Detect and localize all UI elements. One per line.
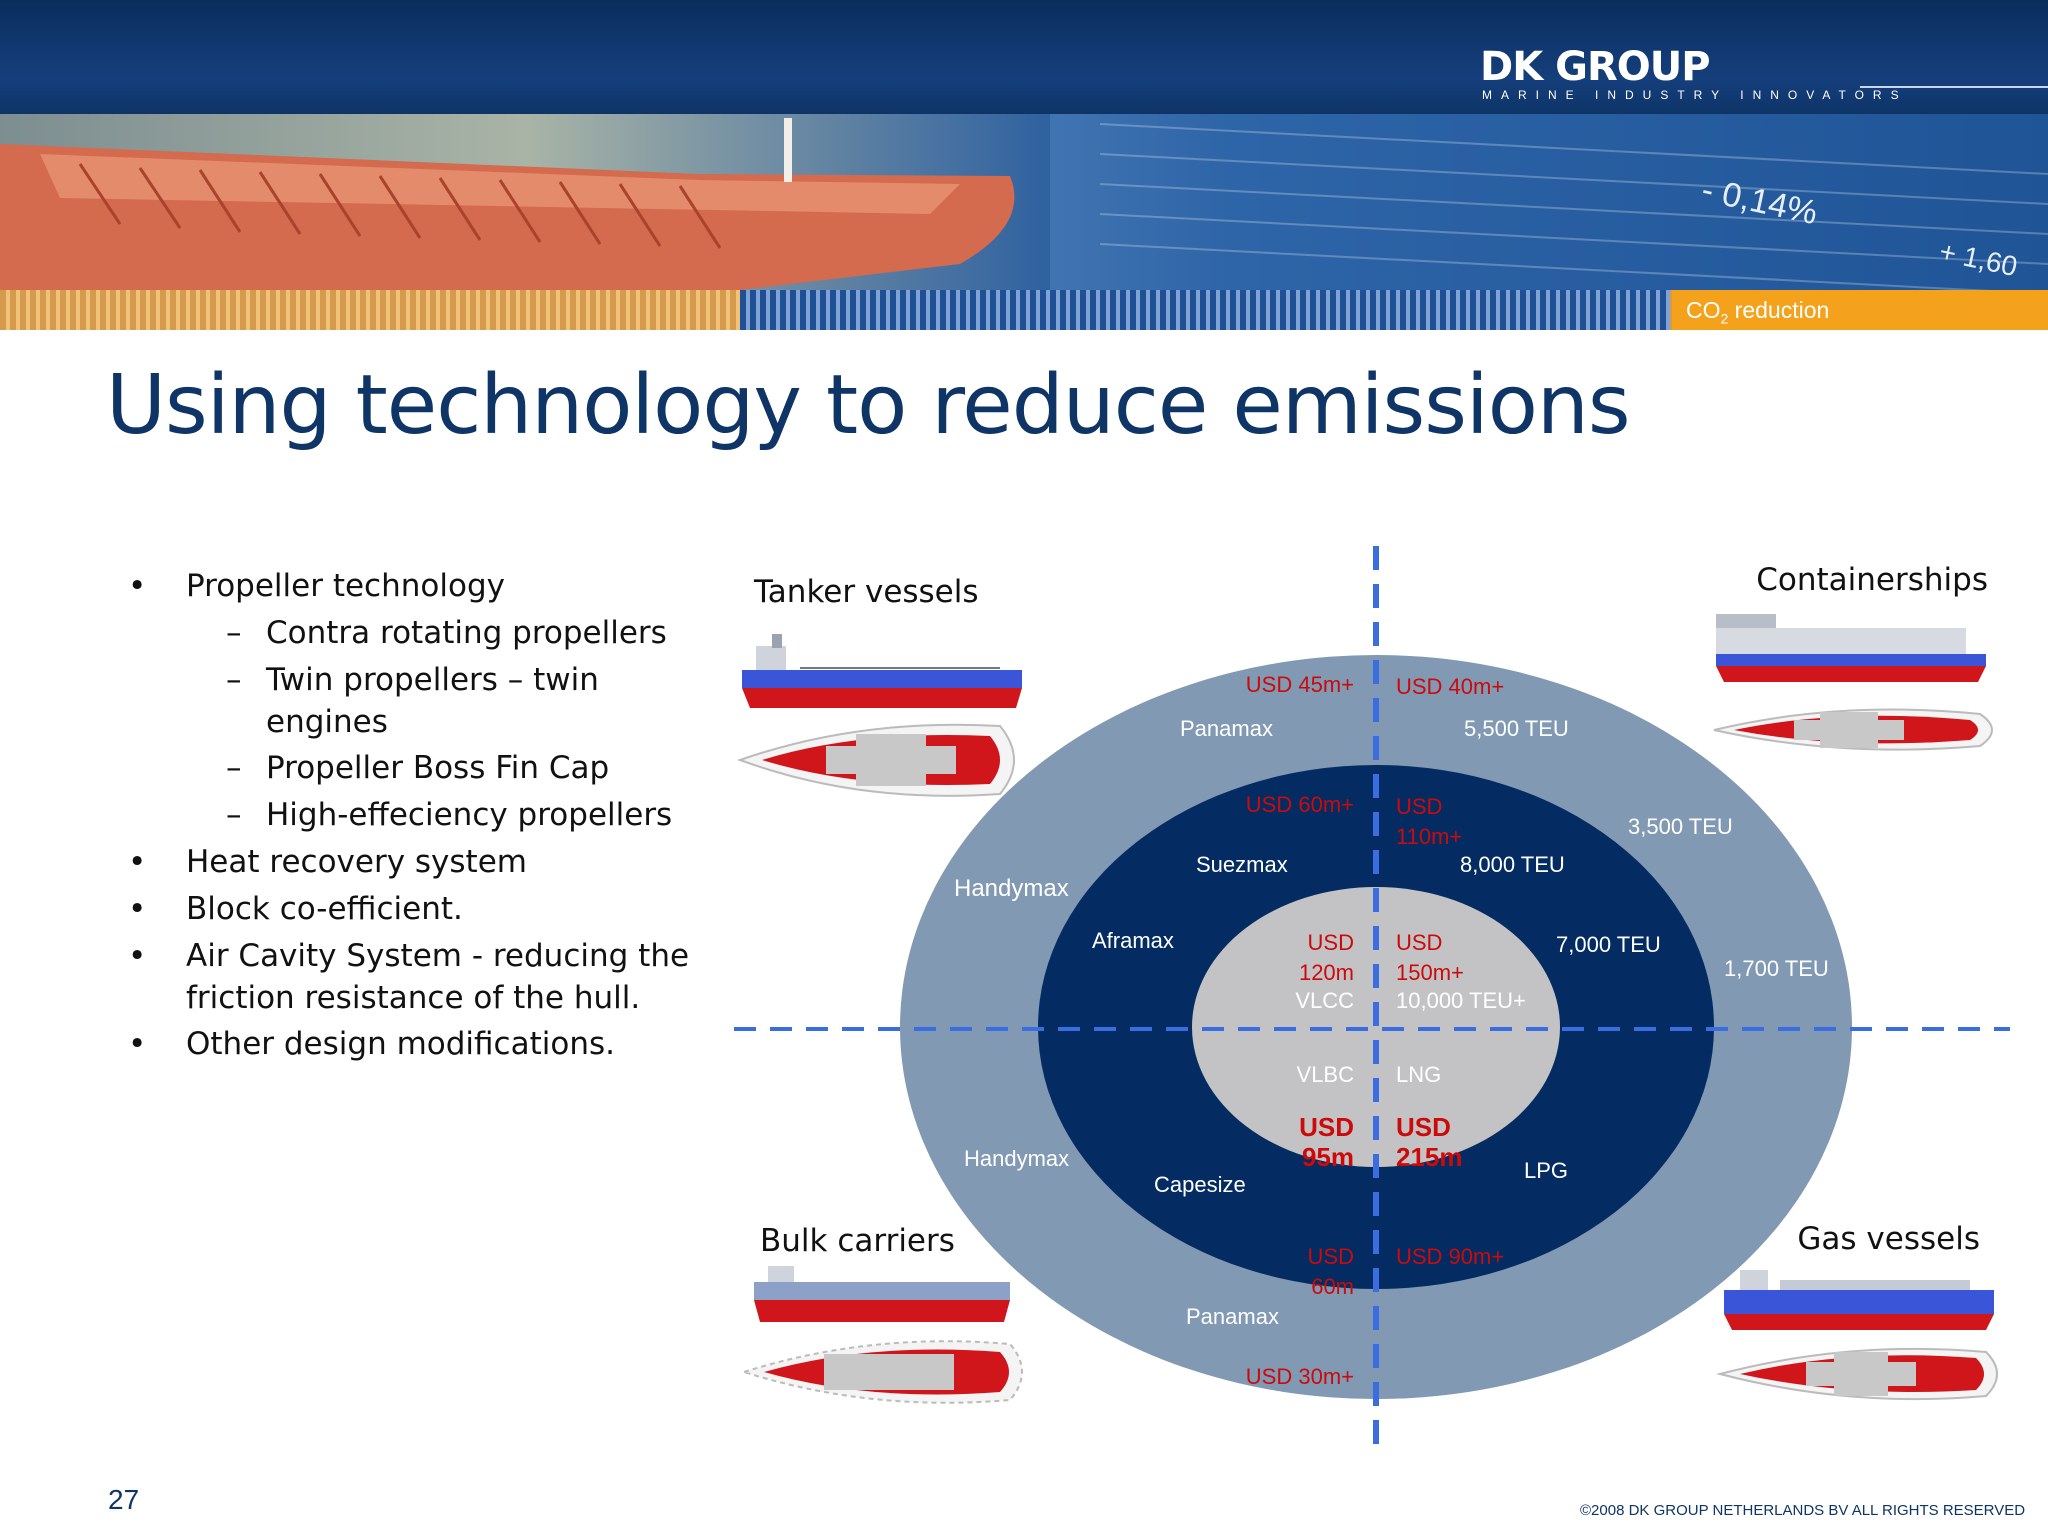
container-category-label: Containerships xyxy=(1756,562,1988,598)
inner-bl-name: VLBC xyxy=(1297,1062,1355,1087)
bullet-text: Propeller Boss Fin Cap xyxy=(266,750,610,787)
mid-tl-price: USD 60m+ xyxy=(1246,792,1354,817)
banner-image: - 0,14% + 1,60 xyxy=(0,114,2048,290)
bullet-marker: • xyxy=(128,844,147,881)
section-tab-sub: 2 xyxy=(1720,310,1729,327)
section-tab: CO2 reduction xyxy=(1672,290,2048,330)
company-logo: DK GROUP xyxy=(1480,44,1711,90)
page-number: 27 xyxy=(108,1484,140,1515)
bullet-text: High-effeciency propellers xyxy=(266,797,673,834)
outer-tr-price: USD 40m+ xyxy=(1396,674,1504,699)
bullet-text: Block co-efficient. xyxy=(186,890,463,927)
banner-stripe-blue xyxy=(740,290,1670,330)
bullet-item: • Block co-efficient. xyxy=(128,889,728,931)
bullet-item: • Air Cavity System - reducing the fricti… xyxy=(128,936,728,1020)
outer-bl-name: Panamax xyxy=(1186,1304,1279,1329)
bulk-carrier-side-view-icon xyxy=(754,1266,1010,1322)
containership-side-view-icon xyxy=(1716,614,1986,682)
company-tagline: MARINE INDUSTRY INNOVATORS xyxy=(1482,88,1908,102)
inner-tl-price-1: USD xyxy=(1308,930,1354,955)
mid-bl-name: Capesize xyxy=(1154,1172,1246,1197)
section-tab-prefix: CO xyxy=(1686,297,1721,323)
bullet-marker: – xyxy=(226,797,242,834)
bullet-marker: – xyxy=(226,661,242,698)
mid-br-price: USD 90m+ xyxy=(1396,1244,1504,1269)
tanker-plan-view-icon xyxy=(737,723,1015,797)
bullet-marker: • xyxy=(128,1026,147,1063)
bullet-marker: – xyxy=(226,614,242,651)
logo-rule xyxy=(1860,86,2048,88)
mid-tl-name2: Aframax xyxy=(1092,928,1174,953)
bullet-text: Twin propellers – twin engines xyxy=(266,661,599,740)
page-title: Using technology to reduce emissions xyxy=(106,358,1631,453)
bullet-item: • Other design modifications. xyxy=(128,1024,728,1066)
inner-core xyxy=(1192,887,1560,1167)
bullet-text: Propeller technology xyxy=(186,568,505,604)
bullet-marker: – xyxy=(226,750,242,787)
inner-tr-price-2: 150m+ xyxy=(1396,960,1464,985)
mid-bl-price-1: USD xyxy=(1308,1244,1354,1269)
outer-handymax-top: Handymax xyxy=(954,875,1069,902)
inner-tr-price-1: USD xyxy=(1396,930,1442,955)
mid-br-name: LPG xyxy=(1524,1158,1568,1183)
mid-tl-name: Suezmax xyxy=(1196,852,1288,877)
gas-vessel-side-view-icon xyxy=(1724,1270,1994,1330)
outer-tl-price: USD 45m+ xyxy=(1246,672,1354,697)
bullet-text: Contra rotating propellers xyxy=(266,614,667,651)
inner-br-price-2: 215m xyxy=(1396,1142,1463,1172)
outer-tr-name: 5,500 TEU xyxy=(1464,716,1569,741)
mid-tr-name2: 7,000 TEU xyxy=(1556,932,1661,957)
bullet-list: •Propeller technology –Contra rotating p… xyxy=(128,566,728,1071)
outer-teu-1700: 1,700 TEU xyxy=(1724,956,1829,981)
sub-bullet-item: –Contra rotating propellers xyxy=(128,613,728,655)
outer-handymax-bottom: Handymax xyxy=(964,1146,1069,1171)
header-bar xyxy=(0,0,2048,114)
mid-tr-name: 8,000 TEU xyxy=(1460,852,1565,877)
outer-teu-3500: 3,500 TEU xyxy=(1628,814,1733,839)
bulk-category-label: Bulk carriers xyxy=(760,1223,955,1259)
sub-bullet-item: –Twin propellers – twin engines xyxy=(128,660,728,744)
inner-bl-price-2: 95m xyxy=(1302,1142,1354,1172)
mid-tr-price-2: 110m+ xyxy=(1396,824,1462,849)
mid-tr-price-1: USD xyxy=(1396,794,1442,819)
containership-plan-view-icon xyxy=(1713,708,1993,751)
bullet-text: Heat recovery system xyxy=(186,844,527,881)
gas-vessel-plan-view-icon xyxy=(1716,1347,1998,1401)
inner-tl-name: VLCC xyxy=(1295,988,1354,1013)
inner-br-price-1: USD xyxy=(1396,1112,1451,1142)
inner-tr-name: 10,000 TEU+ xyxy=(1396,988,1526,1013)
bullet-marker: • xyxy=(128,937,147,974)
section-tab-suffix: reduction xyxy=(1728,297,1830,323)
tanker-side-view-icon xyxy=(742,634,1022,708)
bullet-text: Other design modifications. xyxy=(186,1026,615,1063)
copyright-notice: ©2008 DK GROUP NETHERLANDS BV ALL RIGHTS… xyxy=(1580,1502,2026,1519)
bullet-text: Air Cavity System - reducing the frictio… xyxy=(186,937,690,1016)
bullet-item: • Propeller technology xyxy=(128,566,728,608)
sub-bullet-item: –Propeller Boss Fin Cap xyxy=(128,748,728,790)
banner-graphic: - 0,14% + 1,60 xyxy=(0,114,2048,290)
inner-br-name: LNG xyxy=(1396,1062,1441,1087)
inner-bl-price-1: USD xyxy=(1299,1112,1354,1142)
bullet-item: • Heat recovery system xyxy=(128,842,728,884)
bulk-carrier-plan-view-icon xyxy=(740,1340,1023,1404)
gas-category-label: Gas vessels xyxy=(1797,1221,1980,1257)
outer-bl-price: USD 30m+ xyxy=(1246,1364,1354,1389)
inner-tl-price-2: 120m xyxy=(1299,960,1354,985)
bullet-marker: • xyxy=(128,890,147,927)
tanker-category-label: Tanker vessels xyxy=(753,574,979,610)
sub-bullet-item: –High-effeciency propellers xyxy=(128,795,728,837)
bullet-marker: • xyxy=(128,568,147,604)
mid-bl-price-2: 60m xyxy=(1311,1274,1354,1299)
outer-tl-name: Panamax xyxy=(1180,716,1273,741)
